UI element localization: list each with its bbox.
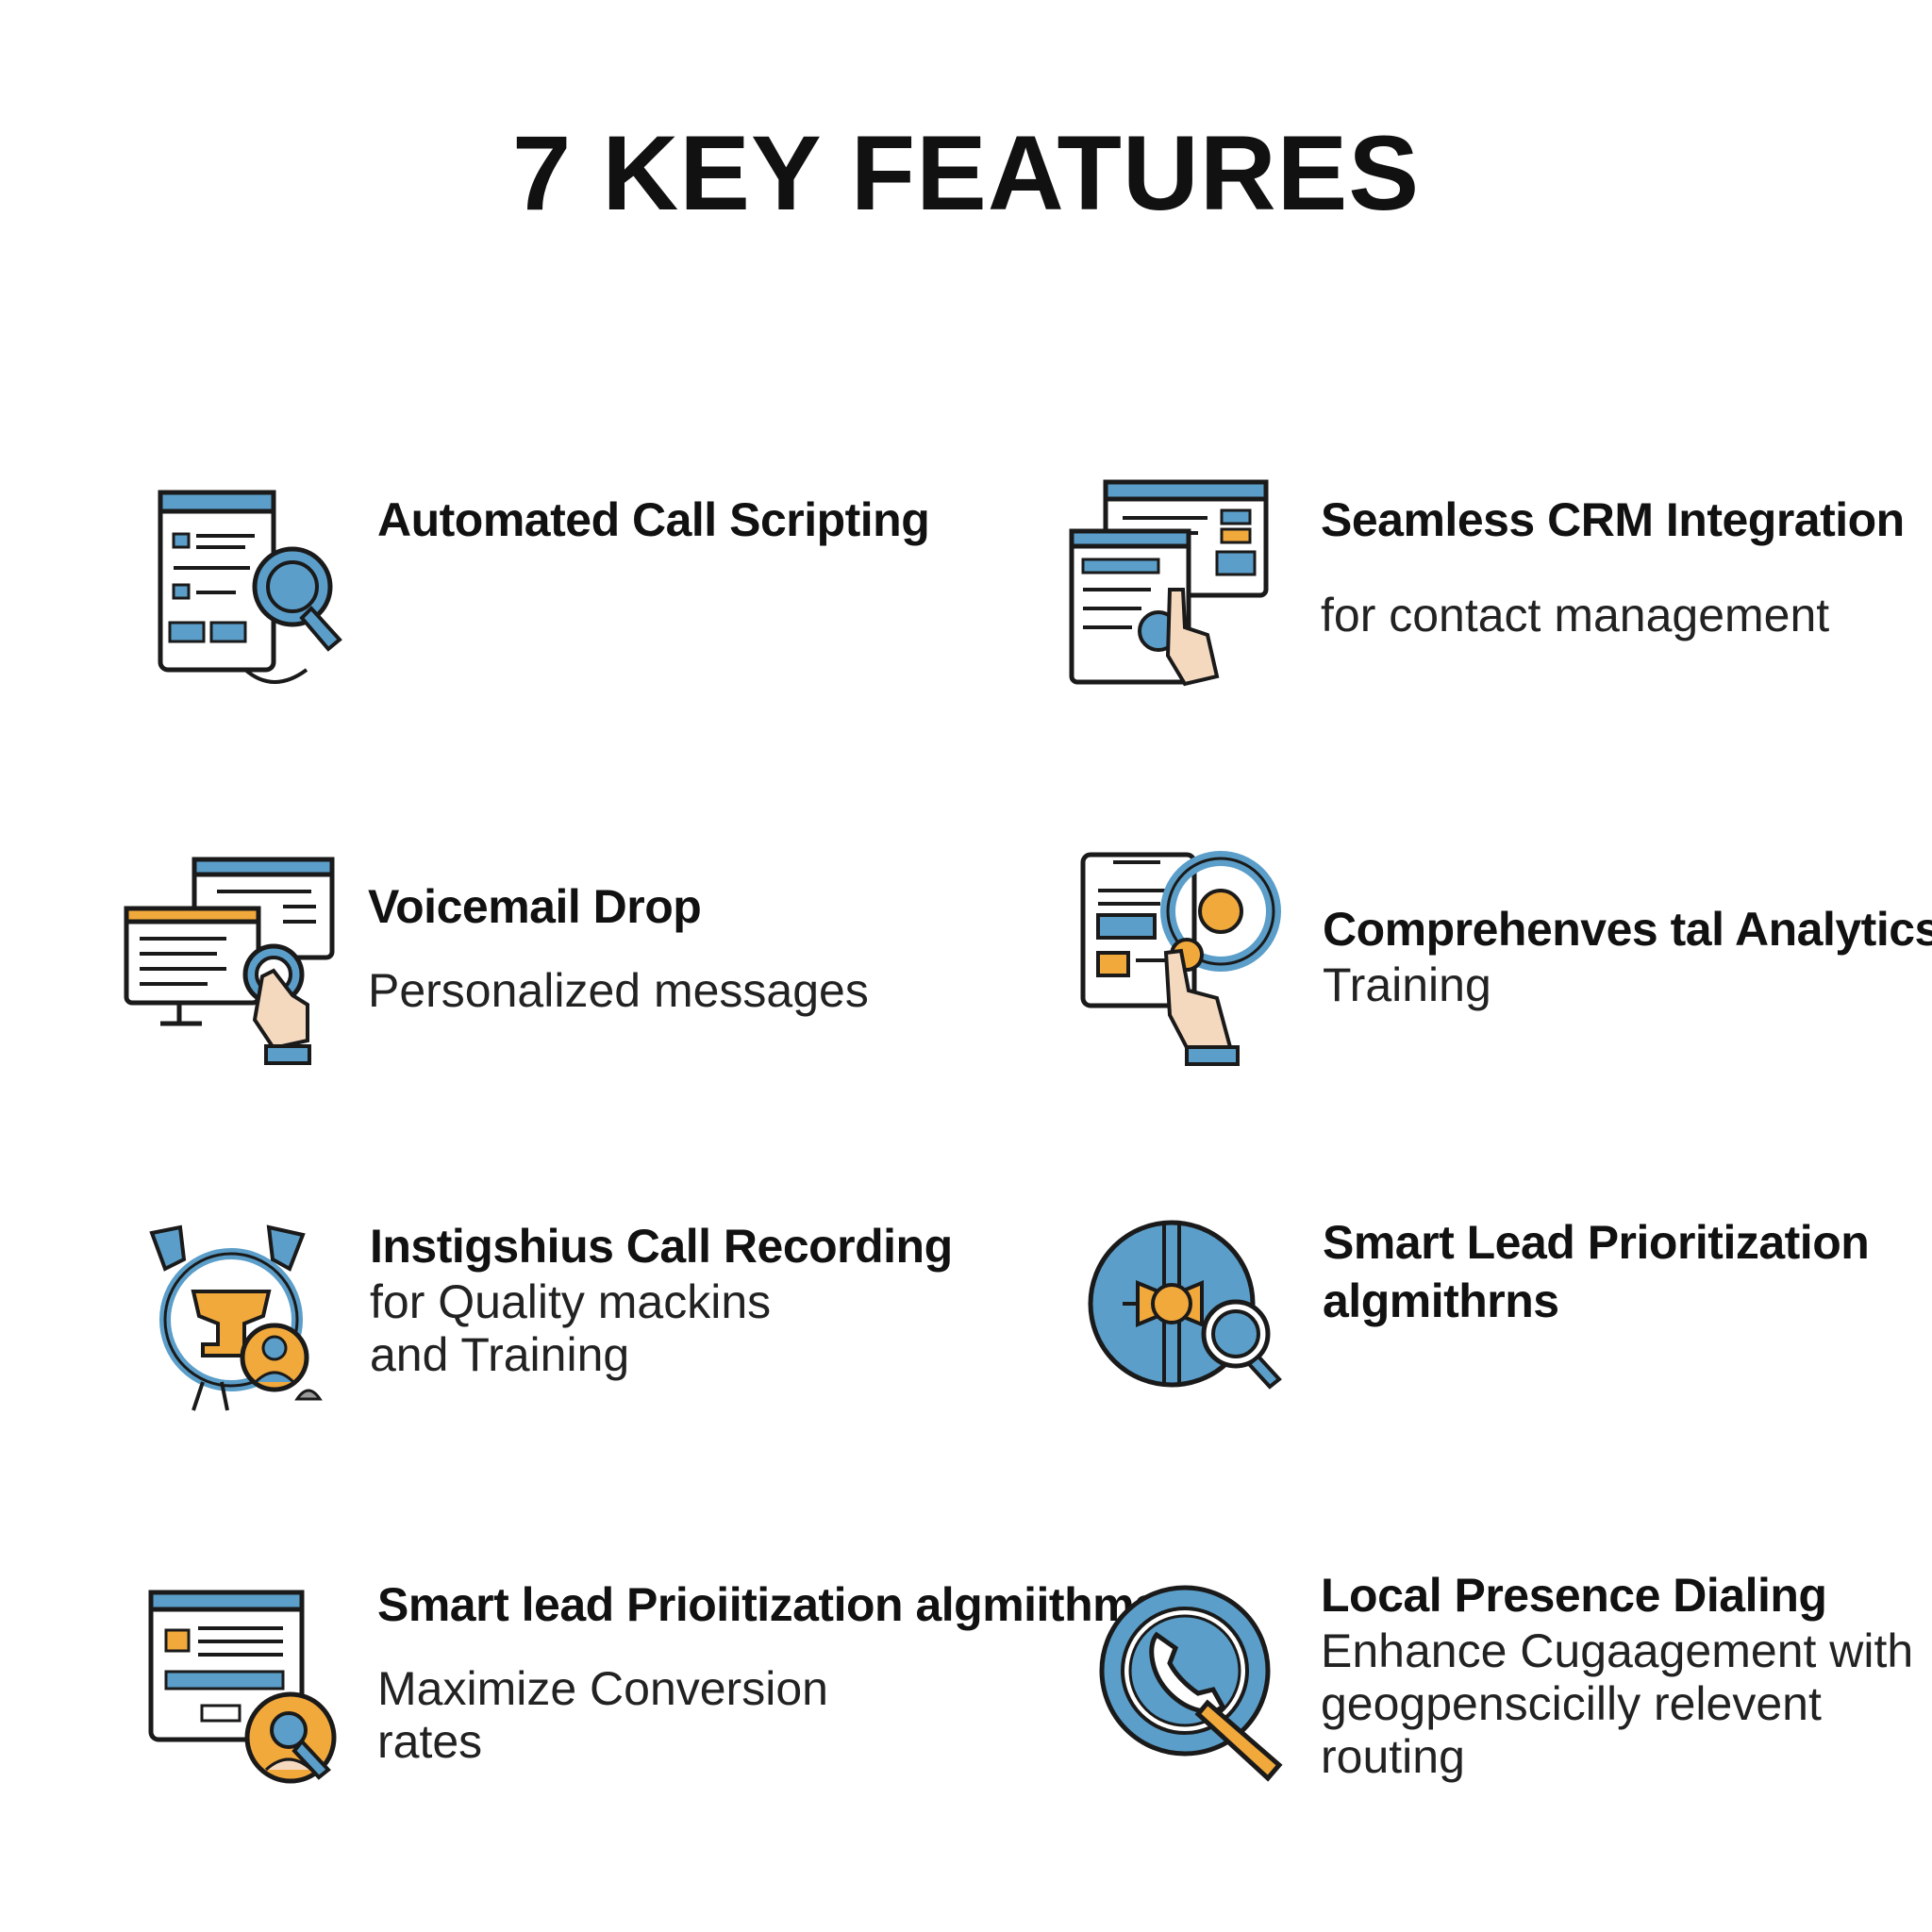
feature-desc-line: Enhance Cugaagement with <box>1321 1624 1914 1677</box>
feature-seamless-crm-integration: Seamless CRM Integration for contact man… <box>1321 491 1905 641</box>
feature-smart-lead-prioritization-2: Smart lead Prioiitization algmiithms Max… <box>377 1575 1160 1768</box>
feature-title: Local Presence Dialing <box>1321 1569 1827 1622</box>
feature-title: Comprehenves tal Analytics <box>1323 903 1932 956</box>
feature-desc-line: Maximize Conversion <box>377 1662 828 1715</box>
feature-comprehensive-analytics: Comprehenves tal Analytics Training <box>1323 900 1932 1011</box>
feature-title: Voicemail Drop <box>368 880 702 933</box>
browser-search-icon <box>151 481 368 698</box>
feature-desc-line: for contact management <box>1321 589 1830 641</box>
feature-local-presence-dialing: Local Presence Dialing Enhance Cugaageme… <box>1321 1566 1913 1783</box>
feature-title: Instigshius Call Recording <box>370 1220 953 1273</box>
feature-desc-line: routing <box>1321 1730 1465 1783</box>
call-recording-trophy-icon <box>146 1222 363 1439</box>
feature-title: Smart lead Prioiitization algmiithms <box>377 1578 1160 1631</box>
feature-desc-line: and Training <box>370 1328 630 1381</box>
feature-desc-line: for Quality mackins <box>370 1275 772 1328</box>
crm-windows-icon <box>1066 476 1283 693</box>
lead-window-profile-icon <box>142 1585 358 1802</box>
feature-title: Seamless CRM Integration <box>1321 493 1905 546</box>
lead-target-search-icon <box>1085 1217 1302 1434</box>
voicemail-monitor-icon <box>123 854 340 1071</box>
page-title: 7 KEY FEATURES <box>511 114 1421 232</box>
feature-desc-line: Personalized messages <box>368 964 869 1017</box>
analytics-touch-icon <box>1075 849 1292 1066</box>
feature-call-recording: Instigshius Call Recording for Quality m… <box>370 1217 953 1381</box>
feature-title: Automated Call Scripting <box>377 493 930 546</box>
phone-search-icon <box>1094 1580 1311 1797</box>
feature-title-line: algmithrns <box>1323 1274 1559 1327</box>
feature-smart-lead-prioritization: Smart Lead Prioritization algmithrns <box>1323 1213 1870 1330</box>
feature-desc-line: geogpenscicilly relevent <box>1321 1677 1822 1730</box>
feature-voicemail-drop: Voicemail Drop Personalized messages <box>368 877 869 1017</box>
feature-title: Smart Lead Prioritization <box>1323 1216 1870 1269</box>
feature-desc-line: rates <box>377 1715 483 1768</box>
feature-desc-line: Training <box>1323 958 1491 1011</box>
feature-automated-call-scripting: Automated Call Scripting <box>377 491 930 549</box>
